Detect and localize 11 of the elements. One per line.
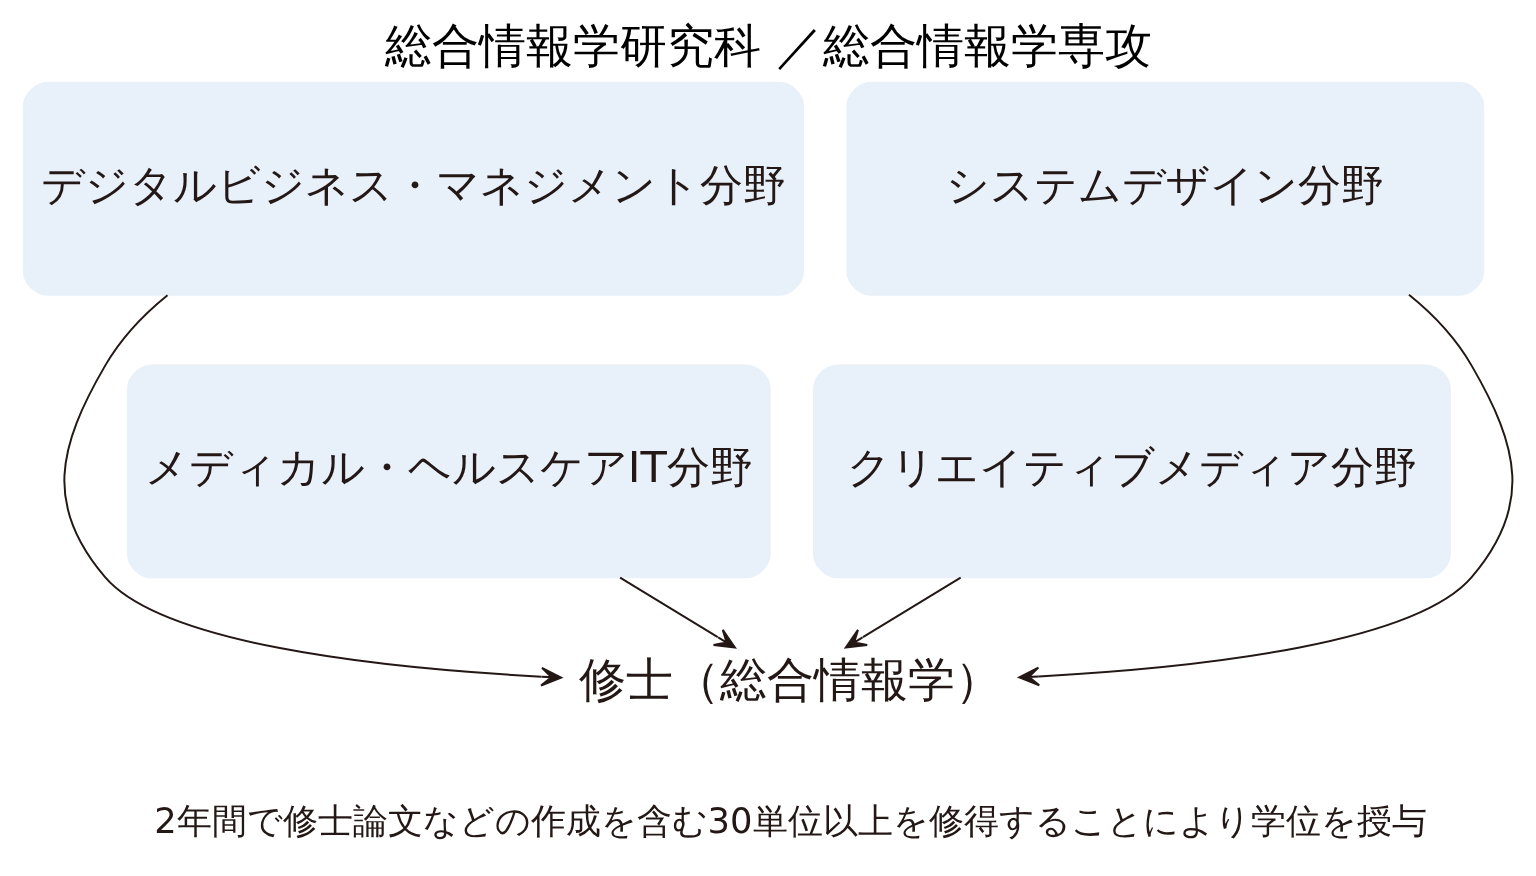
diagram-title: 総合情報学研究科 ／総合情報学専攻: [384, 17, 1152, 73]
arrow: [618, 576, 736, 649]
node-box: システムデザイン分野: [845, 81, 1484, 296]
node-box: デジタルビジネス・マネジメント分野: [22, 81, 804, 296]
arrow: [1017, 293, 1513, 687]
node-text: 修士（総合情報学）: [578, 651, 1002, 707]
node-box: クリエイティブメディア分野: [812, 364, 1451, 579]
arrow: [63, 294, 562, 687]
label: 2年間で修士論文などの作成を含む30単位以上を修得することにより学位を授与: [153, 800, 1427, 842]
arrow: [844, 576, 962, 649]
node-box: メディカル・ヘルスケアIT分野: [126, 364, 771, 579]
